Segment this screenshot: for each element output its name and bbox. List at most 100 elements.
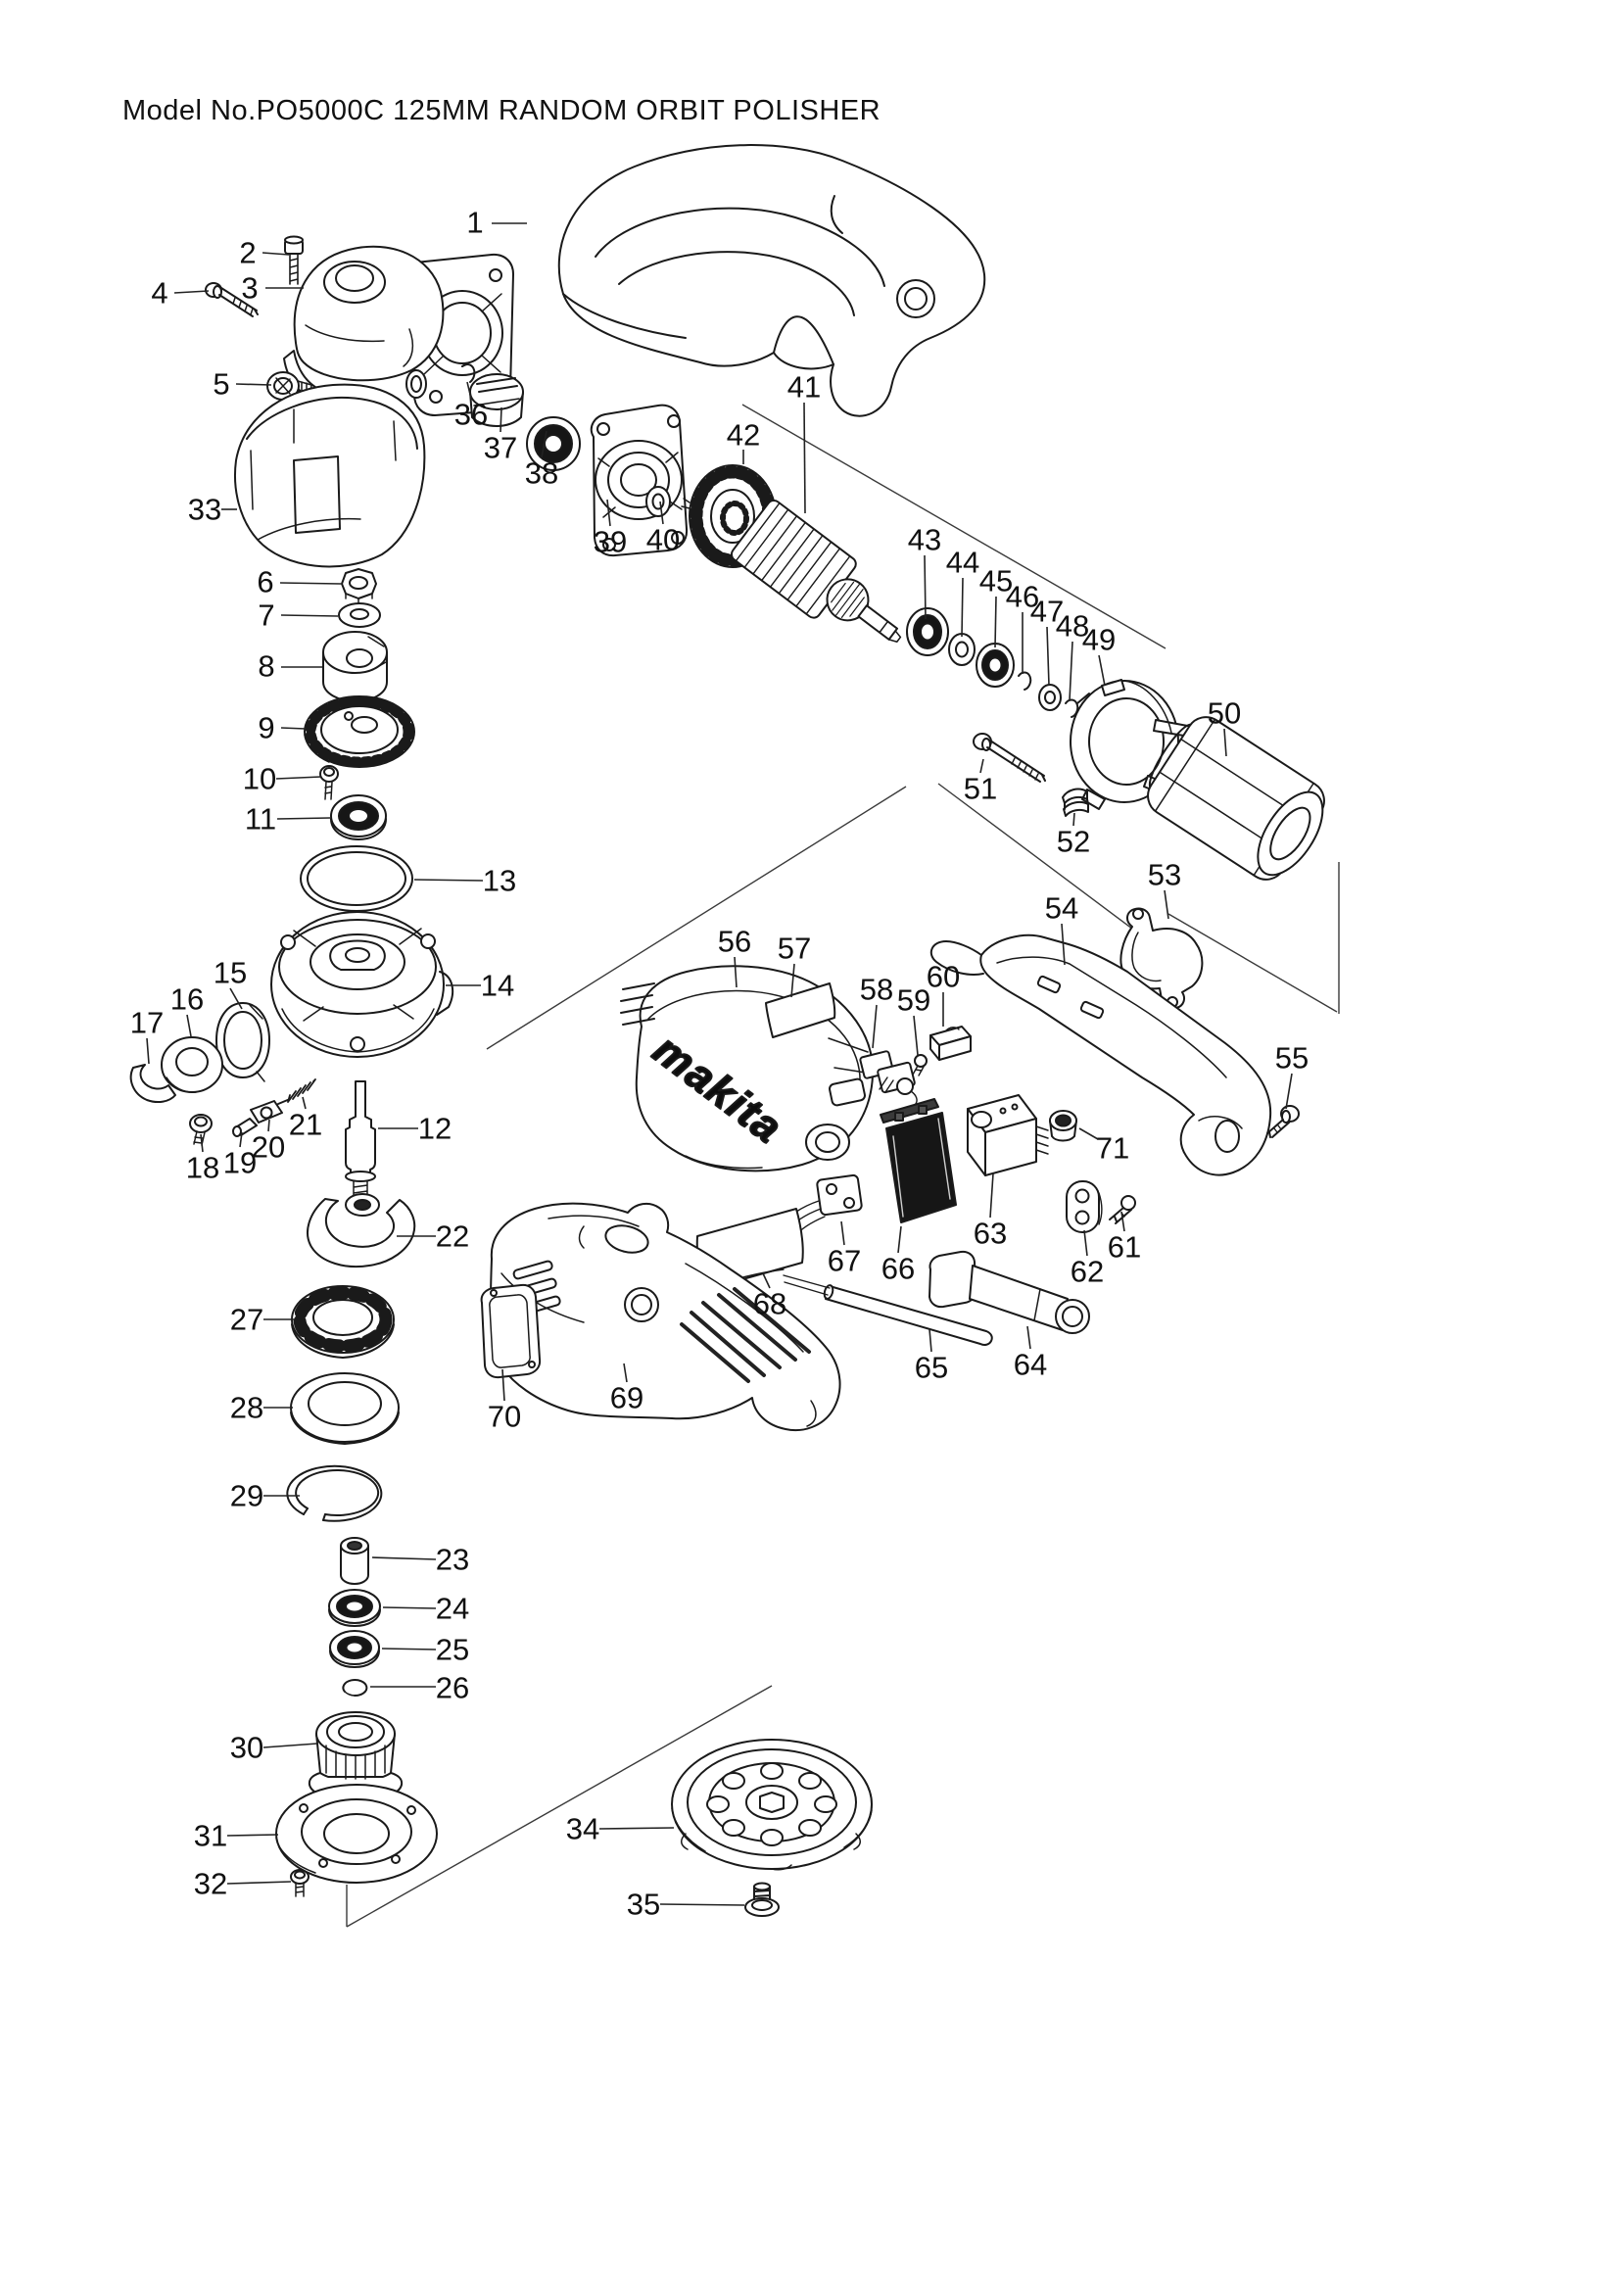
leader-line-17 [146,1037,150,1065]
part-label-17: 17 [130,1006,164,1040]
part-label-51: 51 [964,772,997,806]
leader-line-50 [1223,728,1227,757]
part-label-18: 18 [186,1151,219,1185]
part-37-knob [469,373,524,427]
part-6-nut [341,568,377,604]
part-63-controller [967,1094,1049,1176]
leader-line-2 [262,252,290,256]
part-label-34: 34 [566,1812,599,1846]
leader-line-24 [382,1606,437,1609]
leader-line-56 [734,956,738,988]
part-label-36: 36 [454,398,488,432]
part-26-ring [342,1679,368,1698]
diagram-title: Model No.PO5000C 125MM RANDOM ORBIT POLI… [122,95,881,126]
part-label-58: 58 [860,973,893,1007]
leader-line-52 [1072,812,1075,827]
part-56-motor-housing: makita [620,965,875,1172]
part-label-12: 12 [418,1112,452,1146]
leader-line-62 [1083,1229,1088,1257]
part-62-pivot [1066,1180,1103,1233]
part-30-drum [308,1711,404,1801]
part-label-63: 63 [974,1217,1007,1251]
part-19-pin [232,1118,258,1137]
part-label-67: 67 [828,1244,861,1278]
leader-line-65 [929,1328,932,1353]
part-label-39: 39 [594,525,627,559]
leader-line-70 [501,1368,505,1402]
part-label-59: 59 [897,983,930,1018]
part-label-7: 7 [258,598,274,633]
part-46-ring [1018,671,1032,691]
part-label-4: 4 [151,276,167,311]
part-32-screw [290,1869,310,1897]
leader-line-7 [280,614,339,617]
leader-line-36 [466,381,472,400]
part-label-46: 46 [1006,580,1039,614]
part-47-sleeve [1038,684,1062,711]
leader-line-39 [606,499,611,527]
part-label-62: 62 [1071,1255,1104,1289]
part-label-55: 55 [1275,1041,1309,1076]
leader-line-63 [989,1172,994,1219]
part-66-capacitor [880,1098,957,1223]
part-58-switch [859,1050,918,1106]
leader-line-49 [1098,654,1106,687]
part-1-head-cover [557,144,986,417]
part-label-44: 44 [946,546,979,580]
part-label-32: 32 [194,1867,227,1901]
leader-line-58 [872,1004,878,1049]
part-label-40: 40 [646,523,680,557]
part-label-37: 37 [484,431,517,465]
part-40-washer [645,486,671,517]
part-17-clip [129,1064,176,1104]
leader-line-45 [994,596,997,648]
leader-line-67 [840,1220,845,1246]
part-label-53: 53 [1148,858,1181,892]
leader-line-18 [200,1133,204,1153]
leader-line-53 [1164,889,1169,920]
leader-line-66 [897,1225,902,1254]
part-9-gear [304,695,415,768]
part-label-61: 61 [1108,1230,1141,1265]
part-label-8: 8 [258,649,274,684]
part-label-64: 64 [1014,1348,1047,1382]
leader-line-10 [275,776,322,780]
part-43-bearing [906,607,949,656]
part-44-washer [948,633,976,666]
part-label-6: 6 [257,565,273,599]
part-10-screw [319,765,339,800]
leader-line-69 [623,1363,628,1383]
leader-line-34 [598,1827,675,1830]
part-label-3: 3 [241,271,258,306]
part-34-pad [671,1739,873,1871]
part-11-bearing [330,794,387,840]
part-15-plate [215,1002,270,1082]
part-label-68: 68 [753,1287,786,1321]
part-label-30: 30 [230,1731,263,1765]
part-label-52: 52 [1057,825,1090,859]
part-45-bearing [976,643,1015,688]
leader-line-13 [413,879,484,882]
part-label-16: 16 [170,982,204,1017]
part-29-snap-ring [286,1464,383,1522]
part-54-rear-housing [929,933,1272,1176]
leader-line-37 [500,407,502,433]
leader-line-64 [1026,1325,1031,1350]
part-71-cap [1049,1110,1077,1142]
part-36-ring [461,363,476,383]
leader-line-32 [226,1881,292,1885]
part-label-56: 56 [718,925,751,959]
leader-line-23 [371,1556,437,1560]
part-label-35: 35 [627,1888,660,1922]
part-55-screw [1266,1105,1300,1138]
part-25-bearing [329,1630,380,1668]
leader-line-40 [659,501,664,525]
part-22-counterweight [307,1193,416,1268]
part-label-69: 69 [610,1381,643,1415]
part-38-bearing [526,416,581,471]
part-label-5: 5 [213,367,229,402]
part-69-lower-housing [489,1202,841,1431]
part-14-bearing-box [270,911,454,1058]
leader-line-11 [276,817,331,820]
